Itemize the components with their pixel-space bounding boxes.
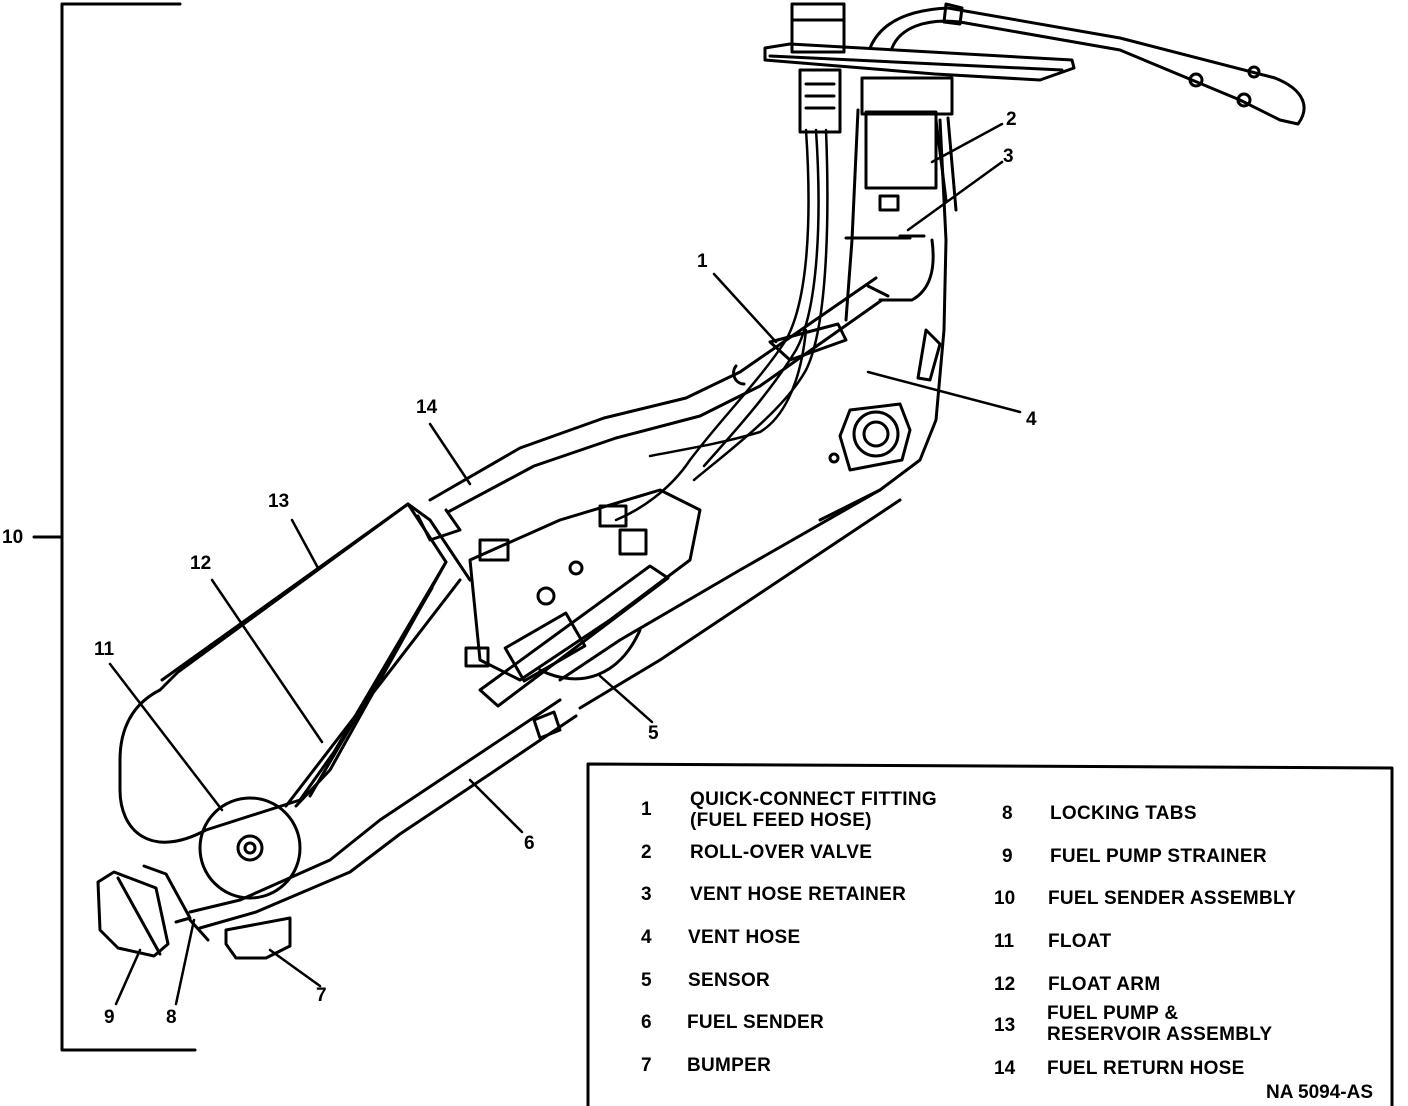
- legend-label: BUMPER: [687, 1055, 772, 1076]
- callout-4: 4: [1026, 409, 1037, 430]
- callout-6: 6: [524, 833, 535, 854]
- legend-label: FLOAT: [1048, 931, 1112, 952]
- float-assembly: [198, 578, 462, 900]
- callout-8: 8: [166, 1007, 177, 1028]
- sensor-plate: [464, 488, 702, 708]
- mounting-flange: [763, 2, 1076, 134]
- legend-label: QUICK-CONNECT FITTING (FUEL FEED HOSE): [690, 789, 937, 831]
- legend-box-border: [586, 762, 1394, 1106]
- drawing-reference-code: NA 5094-AS: [1266, 1082, 1374, 1103]
- legend-num: 12: [994, 974, 1016, 995]
- vent-hose-tube: [428, 276, 890, 514]
- legend-num: 4: [641, 927, 652, 948]
- assembly-bracket-line: [60, 2, 197, 1052]
- callout-2: 2: [1006, 109, 1017, 130]
- callout-13: 13: [268, 491, 290, 512]
- legend-label: VENT HOSE RETAINER: [690, 884, 907, 905]
- callout-7: 7: [316, 985, 327, 1006]
- legend-num: 9: [1002, 846, 1013, 867]
- legend-num: 14: [994, 1058, 1016, 1079]
- legend-label: SENSOR: [688, 970, 771, 991]
- callout-1: 1: [697, 251, 708, 272]
- legend-num: 11: [994, 931, 1015, 952]
- legend-num: 13: [994, 1015, 1016, 1036]
- sender-wires: [614, 128, 829, 522]
- legend-label: FUEL RETURN HOSE: [1047, 1058, 1245, 1079]
- callout-11: 11: [94, 639, 115, 660]
- callout-14: 14: [416, 397, 438, 418]
- legend-label: ROLL-OVER VALVE: [690, 842, 873, 863]
- legend-label: FLOAT ARM: [1048, 974, 1161, 995]
- legend-label: LOCKING TABS: [1050, 803, 1197, 824]
- fuel-tube-elbow: [868, 2, 1306, 126]
- legend-label: FUEL SENDER: [687, 1012, 825, 1033]
- callout-3: 3: [1003, 146, 1014, 167]
- legend-num: 3: [641, 884, 652, 905]
- callout-10: 10: [2, 527, 24, 548]
- callout-5: 5: [648, 723, 659, 744]
- leader-lines: [108, 122, 1022, 1006]
- legend-num: 6: [641, 1012, 652, 1033]
- legend-label: FUEL SENDER ASSEMBLY: [1048, 888, 1297, 909]
- callout-9: 9: [104, 1007, 115, 1028]
- legend-num: 10: [994, 888, 1016, 909]
- legend-num: 7: [641, 1055, 652, 1076]
- legend-label: VENT HOSE: [688, 927, 801, 948]
- legend-label: FUEL PUMP & RESERVOIR ASSEMBLY: [1047, 1003, 1273, 1045]
- lower-frame-rail: [188, 488, 902, 930]
- callout-12: 12: [190, 553, 212, 574]
- legend-num: 8: [1002, 803, 1013, 824]
- mounting-boss: [828, 402, 912, 472]
- legend-label: FUEL PUMP STRAINER: [1050, 846, 1267, 867]
- legend-num: 2: [641, 842, 652, 863]
- legend-num: 5: [641, 970, 652, 991]
- pump-reservoir-body: [118, 502, 472, 844]
- legend-num: 1: [641, 799, 652, 820]
